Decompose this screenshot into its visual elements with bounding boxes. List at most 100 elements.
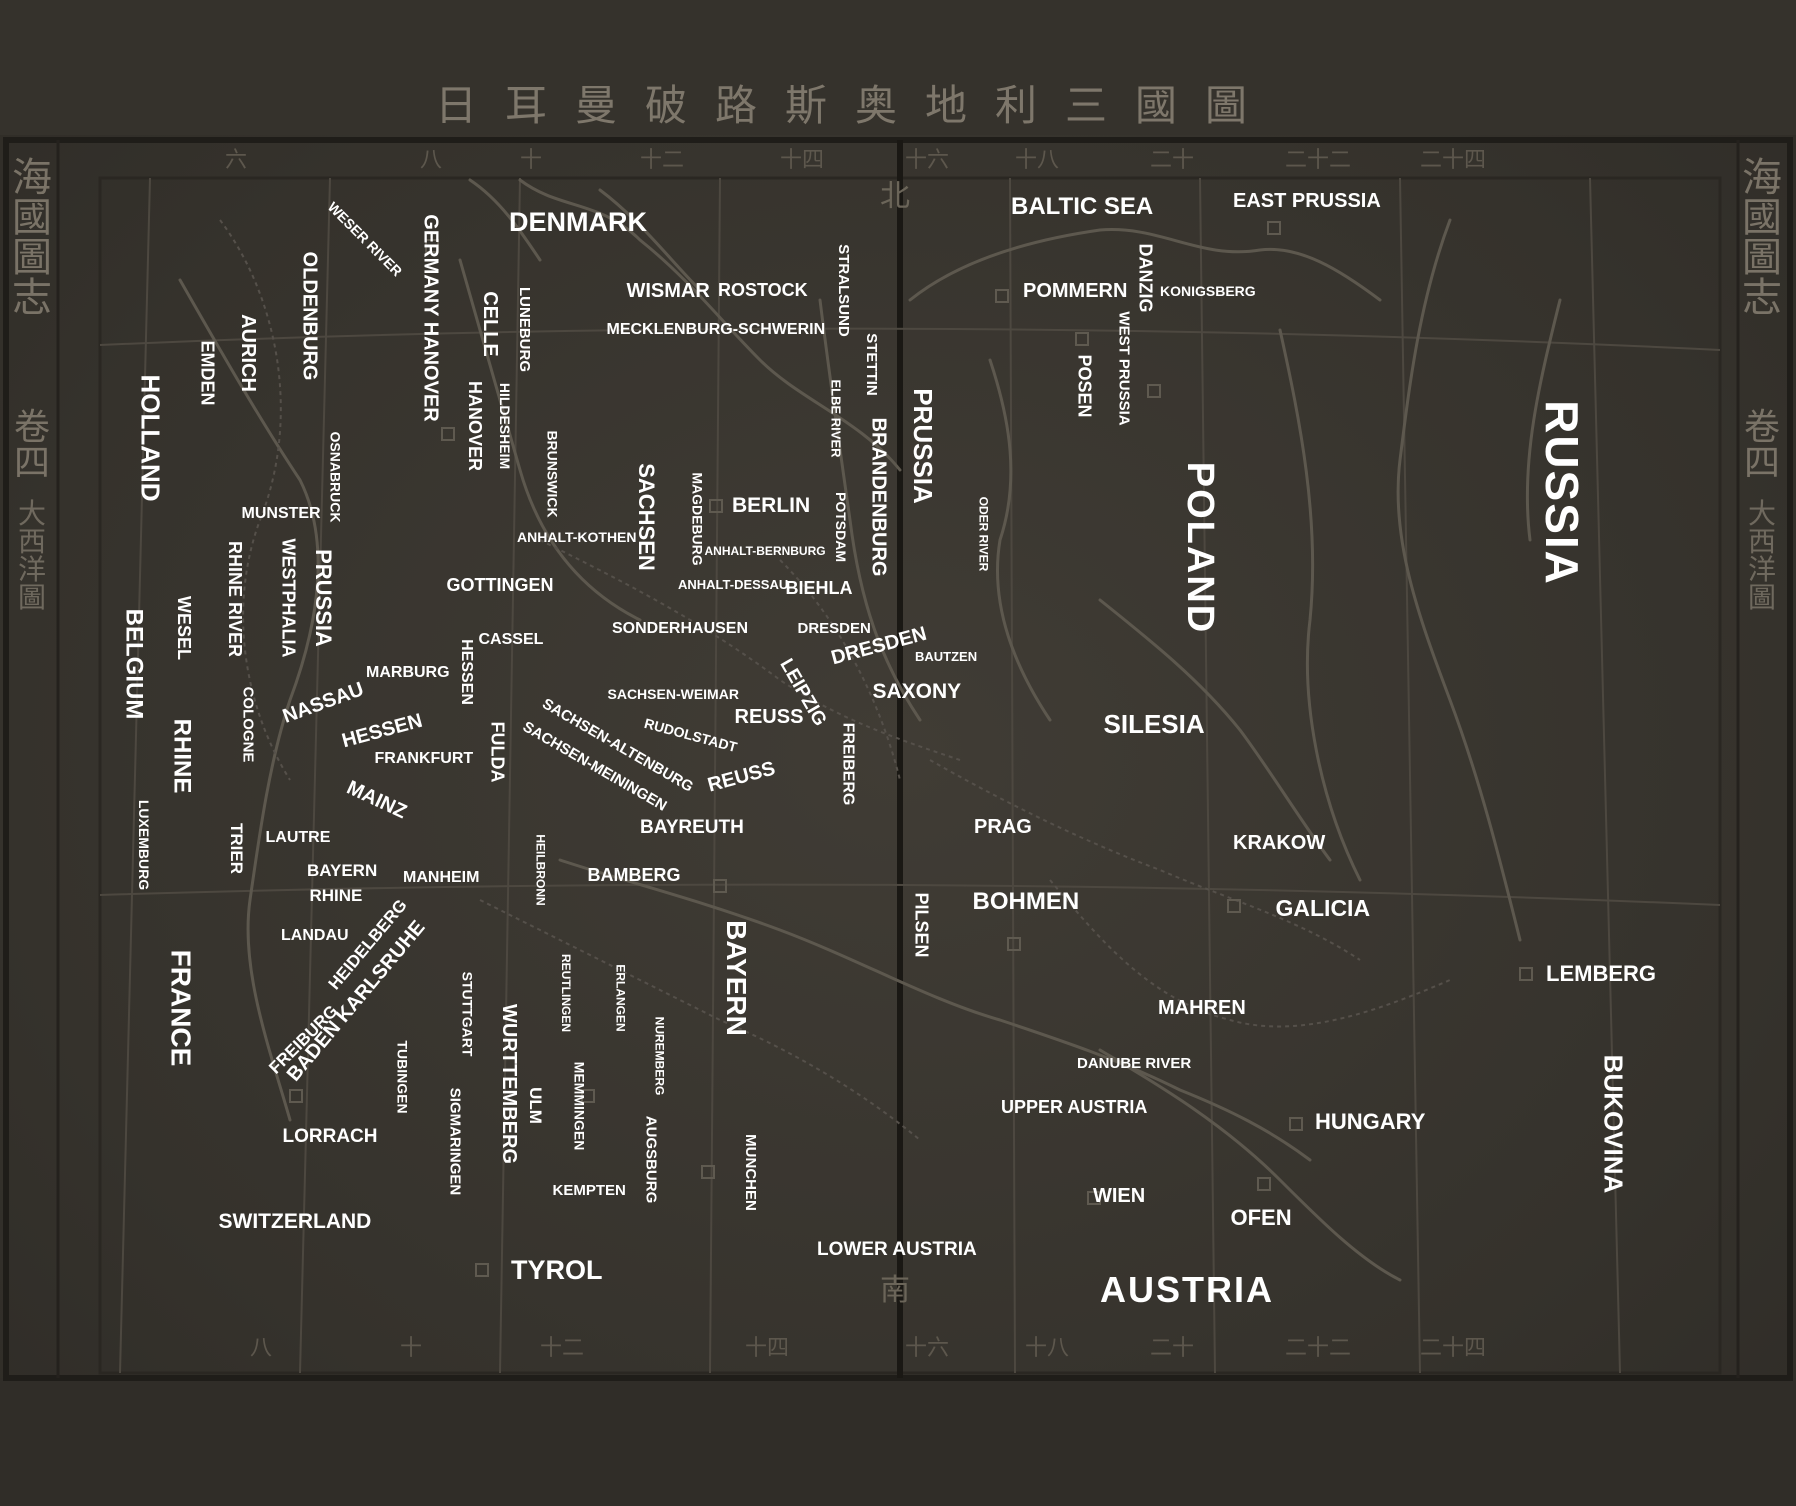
label-lemberg: LEMBERG [1546, 961, 1656, 986]
label-wurttemberg: WURTTEMBERG [497, 1004, 520, 1164]
label-landau: LANDAU [281, 927, 349, 944]
label-ulm: ULM [525, 1086, 545, 1124]
label-osnabruck: OSNABRUCK [327, 431, 343, 523]
label-kempten: KEMPTEN [552, 1181, 626, 1199]
top-scale-numeral: 十六 [905, 148, 950, 173]
map-title-cn: 日耳曼破路斯奥地利三國圖 [435, 81, 1276, 130]
label-aurich: AURICH [236, 314, 259, 392]
label-hessen-vertical: HESSEN [457, 639, 475, 705]
top-scale-numeral: 六 [225, 148, 248, 173]
bottom-scale-numeral: 二十 [1150, 1336, 1195, 1361]
label-bayern: BAYERN [720, 920, 752, 1036]
south-marker: 南 [880, 1273, 910, 1308]
label-manheim: MANHEIM [403, 869, 480, 886]
bottom-scale-numeral: 二十二 [1285, 1336, 1352, 1361]
label-mahren: MAHREN [1158, 997, 1246, 1019]
label-krakow: KRAKOW [1233, 832, 1326, 854]
label-danzig: DANZIG [1135, 243, 1155, 313]
label-westphalia: WESTPHALIA [278, 538, 298, 658]
rivers-and-coasts [178, 178, 1562, 1282]
label-sachsen-weimar: SACHSEN-WEIMAR [607, 686, 739, 702]
top-scale-numeral: 十八 [1015, 148, 1060, 173]
label-anhalt-dessau: ANHALT-DESSAU [678, 576, 789, 592]
label-sachsen: SACHSEN [633, 463, 659, 571]
label-denmark: DENMARK [509, 206, 647, 237]
label-saxony: SAXONY [872, 679, 962, 703]
label-brunswick: BRUNSWICK [544, 430, 561, 518]
label-holland: HOLLAND [135, 374, 166, 502]
map-frame-inner [98, 176, 1722, 1375]
label-stettin: STETTIN [862, 332, 880, 396]
label-bayern-rhine-2: RHINE [309, 885, 363, 905]
label-heilbronn: HEILBRONN [533, 834, 548, 906]
label-bayreuth: BAYREUTH [640, 816, 744, 838]
label-gottingen: GOTTINGEN [446, 575, 554, 595]
label-elbe-river: ELBE RIVER [828, 378, 844, 458]
label-fulda: FULDA [487, 721, 507, 783]
label-freiberg: FREIBERG [838, 722, 856, 806]
top-scale-numeral: 二十四 [1420, 148, 1487, 173]
label-konigsberg: KONIGSBERG [1160, 283, 1256, 299]
label-russia: RUSSIA [1535, 400, 1588, 586]
label-hungary: HUNGARY [1315, 1109, 1426, 1134]
label-luneburg: LUNEBURG [515, 286, 533, 372]
bottom-margin [0, 1378, 1796, 1506]
label-munchen: MUNCHEN [741, 1133, 759, 1211]
top-scale-numeral: 八 [420, 148, 443, 173]
label-austria: AUSTRIA [1100, 1269, 1274, 1310]
label-magdeburg: MAGDEBURG [689, 472, 706, 566]
label-baltic-sea: BALTIC SEA [1011, 193, 1154, 220]
top-scale-numeral: 二十二 [1285, 148, 1352, 173]
label-emden: EMDEN [197, 340, 218, 406]
bottom-scale-numeral: 十四 [745, 1336, 790, 1361]
label-wismar: WISMAR [626, 280, 710, 302]
label-belgium: BELGIUM [119, 608, 147, 720]
mountain-ridges [219, 219, 1451, 1141]
label-augsburg: AUGSBURG [642, 1115, 660, 1203]
bottom-scale-numeral: 十二 [540, 1336, 585, 1361]
label-frankfurt: FRANKFURT [374, 750, 474, 767]
label-mecklenburg-schwerin: MECKLENBURG-SCHWERIN [606, 321, 826, 338]
label-prag: PRAG [974, 816, 1032, 838]
label-east-prussia: EAST PRUSSIA [1233, 190, 1381, 212]
label-silesia: SILESIA [1103, 709, 1205, 739]
label-munster: MUNSTER [241, 505, 321, 522]
label-ofen: OFEN [1230, 1205, 1292, 1230]
label-bamberg: BAMBERG [587, 865, 681, 885]
label-prussia-west: PRUSSIA [310, 549, 336, 647]
label-lower-austria: LOWER AUSTRIA [817, 1238, 977, 1260]
label-hildesheim: HILDESHEIM [497, 382, 514, 470]
label-reuss-1: REUSS [734, 706, 804, 728]
label-prussia-east: PRUSSIA [907, 388, 938, 504]
label-marburg: MARBURG [366, 664, 450, 681]
top-margin [0, 0, 1796, 135]
bottom-scale-numeral: 十六 [905, 1336, 950, 1361]
label-oder-river: ODER RIVER [975, 496, 990, 572]
label-bohmen: BOHMEN [972, 888, 1080, 915]
label-posen: POSEN [1074, 354, 1095, 418]
label-cassel: CASSEL [478, 631, 544, 648]
label-reutlingen: REUTLINGEN [559, 954, 573, 1032]
label-luxemburg: LUXEMBURG [136, 799, 153, 891]
label-bautzen: BAUTZEN [915, 648, 978, 664]
label-wesel: WESEL [174, 595, 195, 661]
bottom-scale-numeral: 十八 [1025, 1336, 1070, 1361]
label-sigmaringen: SIGMARINGEN [446, 1087, 464, 1195]
label-stralsund: STRALSUND [834, 243, 852, 337]
bottom-scale-numeral: 十 [400, 1336, 423, 1361]
graticule [99, 177, 1721, 1374]
label-hanover: HANOVER [465, 380, 486, 472]
label-upper-austria: UPPER AUSTRIA [1001, 1097, 1148, 1117]
label-stuttgart: STUTTGART [458, 971, 475, 1057]
subtitle-right: 大西洋圖 [1748, 497, 1777, 614]
label-pilsen: PILSEN [911, 892, 932, 958]
label-lorrach: LORRACH [282, 1125, 378, 1147]
label-switzerland: SWITZERLAND [218, 1209, 372, 1233]
side-title-left: 海國圖志 [12, 155, 52, 321]
top-scale-numeral: 十 [520, 148, 543, 173]
north-marker: 北 [880, 179, 910, 214]
label-tyrol: TYROL [511, 1254, 603, 1285]
label-tubingen: TUBINGEN [394, 1040, 411, 1114]
